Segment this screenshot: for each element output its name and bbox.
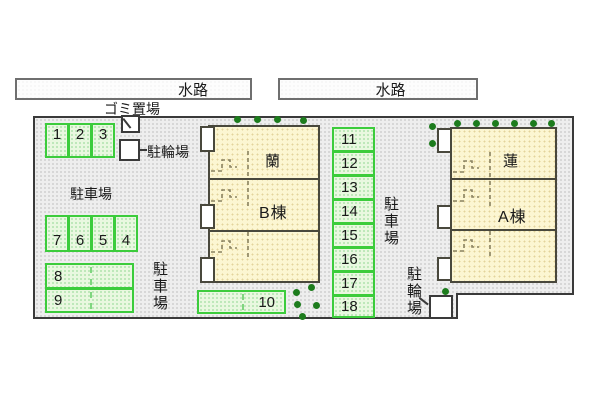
parking-space-8: 8 — [45, 263, 134, 289]
building-b-entrance — [200, 204, 215, 229]
parking-space-4: 4 — [114, 215, 138, 252]
space-number: 11 — [341, 131, 357, 148]
parking-space-10: 10 — [197, 290, 286, 314]
space-number: 15 — [341, 227, 358, 244]
space-number: 18 — [341, 298, 358, 315]
parking-space-17: 17 — [332, 271, 375, 296]
building-b-entrance — [200, 126, 215, 152]
bicycle-parking-right-box — [429, 295, 453, 319]
parking-space-1: 1 — [45, 123, 69, 158]
space-number: 13 — [341, 179, 358, 196]
parking-lot-right-label: 駐車場 — [382, 196, 399, 247]
building-a-entrance — [437, 257, 452, 281]
waterway-left-label: 水路 — [177, 81, 208, 99]
parking-space-5: 5 — [91, 215, 115, 252]
building-a-entrance — [437, 128, 452, 153]
tree-icon — [428, 122, 436, 130]
bicycle-parking-left-box — [119, 139, 140, 161]
space-number: 2 — [75, 126, 85, 143]
space-number: 9 — [54, 292, 63, 309]
space-number: 8 — [54, 267, 63, 285]
space-number: 6 — [75, 232, 85, 249]
tree-icon — [298, 312, 306, 320]
tree-icon — [428, 139, 436, 147]
building-b-floor-divider — [210, 178, 318, 180]
tree-icon — [441, 287, 449, 295]
space-divider — [90, 267, 92, 285]
space-number: 4 — [121, 232, 131, 249]
space-number: 17 — [341, 275, 358, 292]
waterway-right: 水路 — [278, 78, 478, 100]
parking-space-18: 18 — [332, 295, 375, 318]
tree-icon — [529, 119, 537, 127]
parking-lot-middle-label: 駐車場 — [151, 261, 168, 312]
building-a-entrance — [437, 205, 452, 229]
parking-space-16: 16 — [332, 247, 375, 272]
building-a-floor-divider — [452, 229, 555, 231]
bicycle-parking-right-label: 駐輪場 — [405, 266, 422, 317]
space-number: 7 — [52, 232, 62, 249]
building-a-floor-divider — [452, 178, 555, 180]
parking-lot-left-label: 駐車場 — [70, 186, 112, 202]
building-a-name: A棟 — [498, 209, 527, 226]
tree-icon — [273, 115, 281, 123]
stair-symbol — [211, 151, 249, 178]
stair-symbol — [211, 232, 249, 259]
waterway-left: 水路 — [15, 78, 252, 100]
tree-icon — [472, 119, 480, 127]
tree-icon — [453, 119, 461, 127]
space-number: 16 — [341, 251, 358, 268]
space-divider — [242, 294, 244, 310]
tree-icon — [299, 116, 307, 124]
parking-space-3: 3 — [91, 123, 115, 158]
space-divider — [90, 292, 92, 309]
parking-space-9: 9 — [45, 288, 134, 313]
tree-icon — [253, 115, 261, 123]
parking-space-11: 11 — [332, 127, 375, 152]
parking-space-6: 6 — [68, 215, 92, 252]
space-number: 1 — [52, 126, 62, 143]
space-number: 12 — [341, 155, 358, 172]
space-number: 3 — [98, 126, 108, 143]
garbage-area-label: ゴミ置場 — [104, 101, 160, 117]
building-b-name: B棟 — [259, 205, 288, 222]
stair-symbol — [453, 181, 491, 208]
space-number: 10 — [258, 293, 275, 311]
parking-space-2: 2 — [68, 123, 92, 158]
building-a-unit-label: 蓮 — [503, 153, 520, 170]
stair-symbol — [453, 152, 491, 179]
tree-icon — [293, 300, 301, 308]
parking-space-15: 15 — [332, 223, 375, 248]
site-boundary-step — [456, 293, 574, 319]
building-a — [450, 127, 557, 283]
space-number: 5 — [98, 232, 108, 249]
parking-space-14: 14 — [332, 199, 375, 224]
tree-icon — [491, 119, 499, 127]
stair-symbol — [453, 231, 491, 258]
parking-space-13: 13 — [332, 175, 375, 200]
tree-icon — [547, 119, 555, 127]
building-b-floor-divider — [210, 230, 318, 232]
tree-icon — [292, 288, 300, 296]
bicycle-left-leader-line — [140, 149, 147, 151]
building-b-entrance — [200, 257, 215, 283]
tree-icon — [307, 283, 315, 291]
tree-icon — [312, 301, 320, 309]
space-number: 14 — [341, 203, 358, 220]
parking-space-12: 12 — [332, 151, 375, 176]
parking-space-7: 7 — [45, 215, 69, 252]
tree-icon — [510, 119, 518, 127]
building-b-unit-label: 蘭 — [265, 153, 282, 170]
stair-symbol — [211, 181, 249, 208]
tree-icon — [233, 115, 241, 123]
waterway-right-label: 水路 — [375, 81, 406, 99]
bicycle-parking-left-label: 駐輪場 — [147, 144, 189, 160]
